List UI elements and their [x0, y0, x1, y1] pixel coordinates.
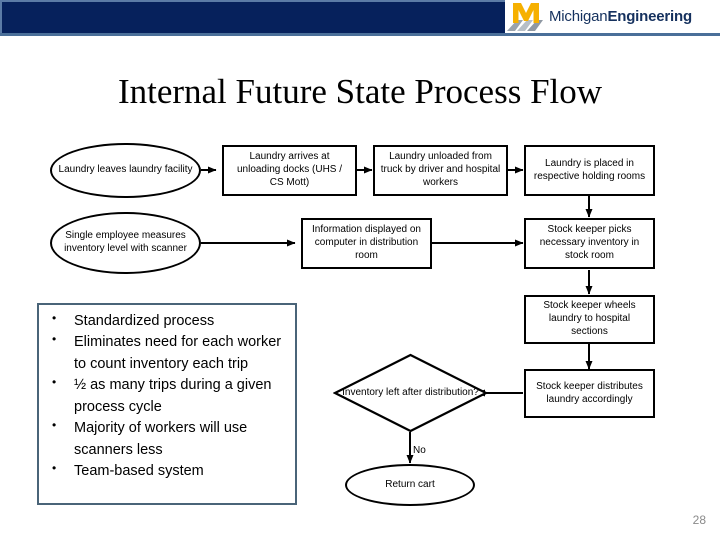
list-item: Standardized process — [43, 310, 289, 332]
flow-node-label: Single employee measures inventory level… — [64, 230, 187, 254]
edge-label-no: No — [413, 445, 426, 456]
flow-node-laundry-unloaded[interactable]: Laundry unloaded from truck by driver an… — [373, 145, 508, 196]
flow-node-label: Stock keeper wheels laundry to hospital … — [543, 300, 636, 337]
flow-node-label: Information displayed on computer in dis… — [312, 224, 421, 261]
flow-node-label: Laundry unloaded from truck by driver an… — [380, 151, 501, 188]
logo-wordmark: MichiganEngineering — [549, 8, 692, 25]
flow-node-stock-keeper-distributes[interactable]: Stock keeper distributes laundry accordi… — [524, 369, 655, 418]
list-item: Eliminates need for each worker to count… — [43, 331, 289, 375]
page-number: 28 — [692, 513, 706, 527]
list-item: Majority of workers will use scanners le… — [43, 417, 289, 461]
flow-node-label: Stock keeper picks necessary inventory i… — [539, 224, 640, 261]
flow-node-information-displayed[interactable]: Information displayed on computer in dis… — [301, 218, 432, 269]
flow-node-label: Return cart — [385, 478, 435, 490]
flow-node-laundry-leaves[interactable]: Laundry leaves laundry facility — [50, 143, 201, 198]
flow-node-laundry-arrives[interactable]: Laundry arrives at unloading docks (UHS … — [222, 145, 357, 196]
header-underline-rule — [0, 33, 720, 36]
logo-word-engineering: Engineering — [607, 8, 692, 25]
list-item: Team-based system — [43, 460, 289, 482]
benefits-list: Standardized process Eliminates need for… — [43, 310, 289, 483]
flow-node-label: Laundry is placed in respective holding … — [533, 157, 646, 182]
flow-node-inventory-left-decision[interactable]: Inventory left after distribution? — [333, 353, 488, 433]
page-title: Internal Future State Process Flow — [117, 72, 603, 111]
michigan-block-m-icon — [505, 0, 547, 33]
flow-node-stock-keeper-picks[interactable]: Stock keeper picks necessary inventory i… — [524, 218, 655, 269]
header-navy-band — [0, 0, 505, 33]
flow-node-return-cart[interactable]: Return cart — [345, 464, 475, 506]
list-item: ½ as many trips during a given process c… — [43, 374, 289, 418]
benefits-panel: Standardized process Eliminates need for… — [37, 303, 297, 505]
michigan-engineering-logo: MichiganEngineering — [505, 0, 720, 33]
flow-node-label: Inventory left after distribution? — [342, 386, 479, 398]
logo-word-michigan: Michigan — [549, 8, 608, 25]
flow-node-label: Laundry leaves laundry facility — [58, 164, 193, 176]
slide-header: MichiganEngineering — [0, 0, 720, 37]
flow-node-stock-keeper-wheels[interactable]: Stock keeper wheels laundry to hospital … — [524, 295, 655, 344]
flow-node-laundry-placed[interactable]: Laundry is placed in respective holding … — [524, 145, 655, 196]
flow-node-single-employee[interactable]: Single employee measures inventory level… — [50, 212, 201, 274]
flow-node-label: Stock keeper distributes laundry accordi… — [536, 380, 643, 405]
flow-node-label: Laundry arrives at unloading docks (UHS … — [236, 151, 343, 188]
